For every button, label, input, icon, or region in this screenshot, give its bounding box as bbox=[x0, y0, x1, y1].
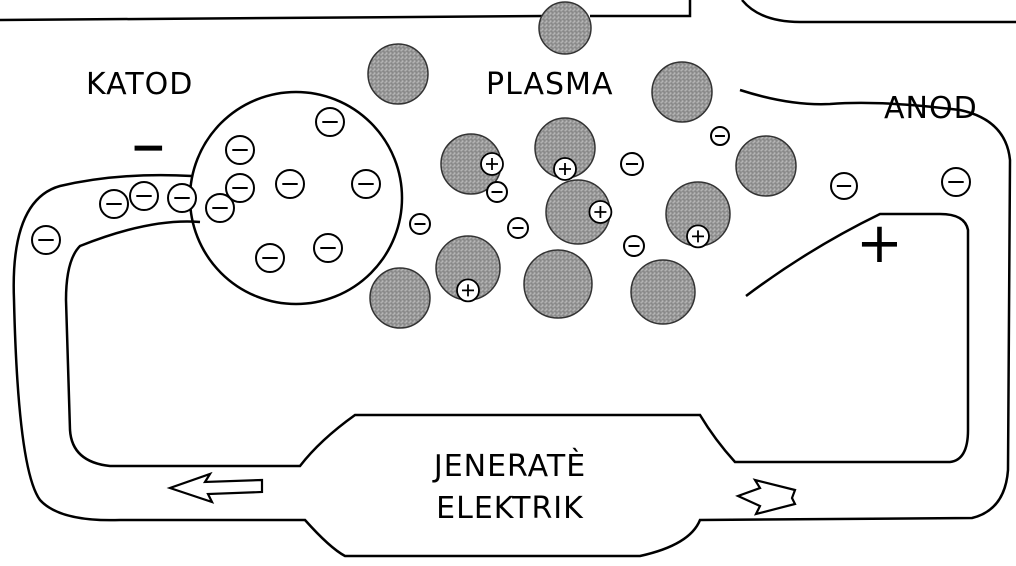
electron-icon bbox=[410, 214, 430, 234]
ion-icon bbox=[368, 44, 428, 104]
generator-label-line1: JENERATÈ bbox=[420, 452, 600, 482]
electron-icon bbox=[624, 236, 644, 256]
electron-icon bbox=[256, 244, 284, 272]
electron-icon bbox=[32, 226, 60, 254]
electron-icon bbox=[711, 127, 729, 145]
ion-icon bbox=[631, 260, 695, 324]
electron-icon bbox=[316, 108, 344, 136]
ionized-atom-icon bbox=[436, 236, 500, 301]
electron-icon bbox=[831, 173, 857, 199]
electron-icon bbox=[130, 182, 158, 210]
electron-icon bbox=[168, 184, 196, 212]
electron-icon bbox=[352, 170, 380, 198]
plasma-label: PLASMA bbox=[486, 70, 613, 100]
anode-label: ANOD bbox=[884, 94, 978, 124]
electron-icon bbox=[942, 168, 970, 196]
electron-icon bbox=[276, 170, 304, 198]
ionized-atom-icon bbox=[535, 118, 595, 180]
electron-icon bbox=[621, 153, 643, 175]
circuit-inner bbox=[66, 214, 968, 466]
electron-icon bbox=[100, 190, 128, 218]
ion-icon bbox=[524, 250, 592, 318]
ionized-atom-icon bbox=[546, 180, 611, 244]
top-frame bbox=[0, 0, 1016, 22]
electron-icon bbox=[508, 218, 528, 238]
ion-group bbox=[368, 2, 796, 328]
ion-icon bbox=[539, 2, 591, 54]
arrow-right-icon bbox=[738, 480, 795, 514]
ion-icon bbox=[652, 62, 712, 122]
ionized-atom-icon bbox=[666, 182, 730, 247]
electron-icon bbox=[314, 234, 342, 262]
electron-group bbox=[32, 108, 970, 272]
electron-icon bbox=[487, 182, 507, 202]
cathode-label: KATOD bbox=[86, 70, 193, 100]
electron-icon bbox=[226, 136, 254, 164]
arrow-left-icon bbox=[170, 474, 262, 502]
anode-sign: + bbox=[856, 216, 904, 272]
cathode-sign: − bbox=[130, 126, 168, 170]
generator-label-line2: ELEKTRIK bbox=[420, 494, 600, 524]
electron-icon bbox=[206, 194, 234, 222]
ion-icon bbox=[736, 136, 796, 196]
ion-icon bbox=[370, 268, 430, 328]
